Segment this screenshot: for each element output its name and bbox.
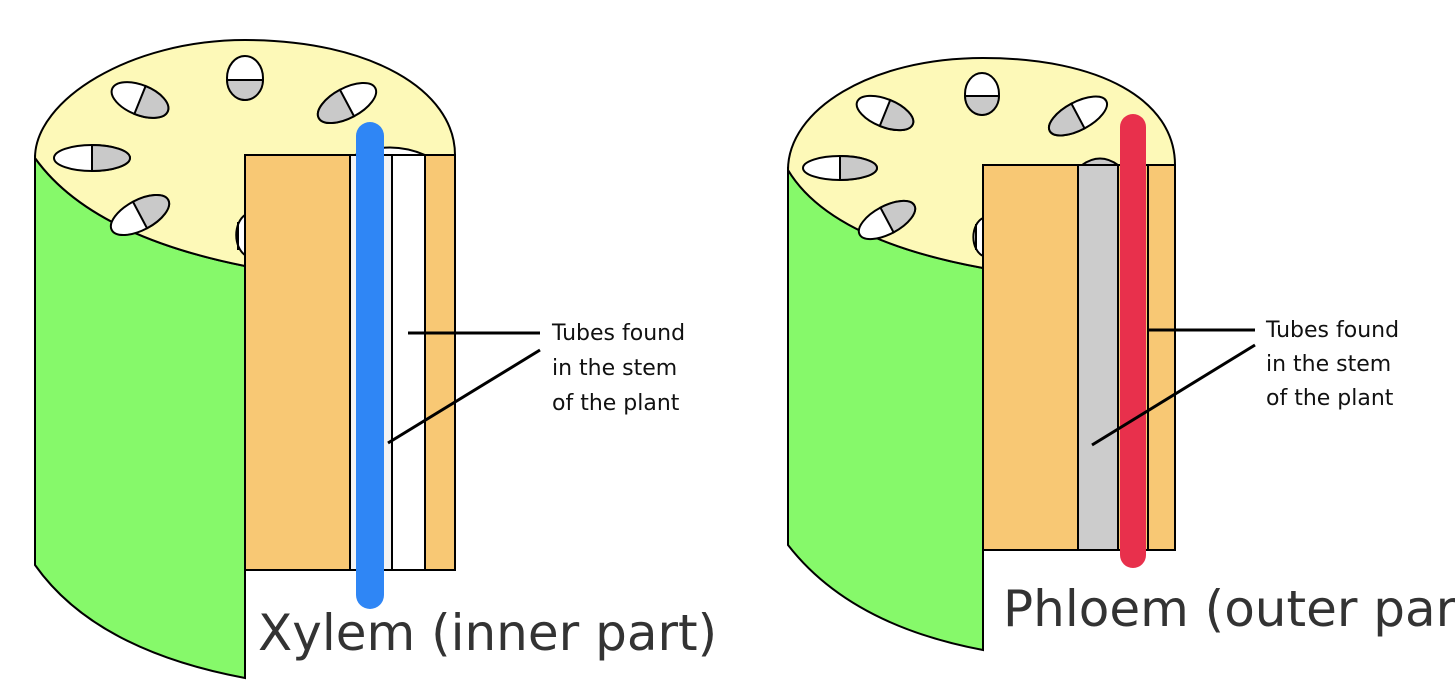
xylem-cortex-panel <box>244 154 351 571</box>
phloem-grey-strip <box>1077 164 1119 551</box>
xylem-stem-diagram: Tubes found in the stem of the plant Xyl… <box>33 38 717 680</box>
phloem-callout-line2: in the stem <box>1266 352 1391 377</box>
xylem-caption: Xylem (inner part) <box>258 604 717 662</box>
phloem-stem-diagram: Tubes found in the stem of the plant Phl… <box>786 56 1455 652</box>
xylem-vascular-bundles <box>53 55 378 257</box>
xylem-outer-cortex-strip <box>424 154 456 571</box>
xylem-callout-line-2 <box>387 348 541 445</box>
phloem-outer-cortex-strip <box>1147 164 1176 551</box>
xylem-callout-line3: of the plant <box>552 391 680 416</box>
phloem-cortex-panel <box>982 164 1079 551</box>
phloem-callout-line-2 <box>1091 343 1256 447</box>
xylem-white-tube-region <box>391 154 426 571</box>
phloem-callout-line3: of the plant <box>1266 386 1394 411</box>
phloem-callout-line1: Tubes found <box>1265 318 1399 343</box>
phloem-vascular-bundles <box>802 72 1109 258</box>
phloem-caption: Phloem (outer part) <box>1003 580 1455 638</box>
xylem-callout-line2: in the stem <box>552 356 677 381</box>
xylem-callout-line1: Tubes found <box>551 321 685 346</box>
